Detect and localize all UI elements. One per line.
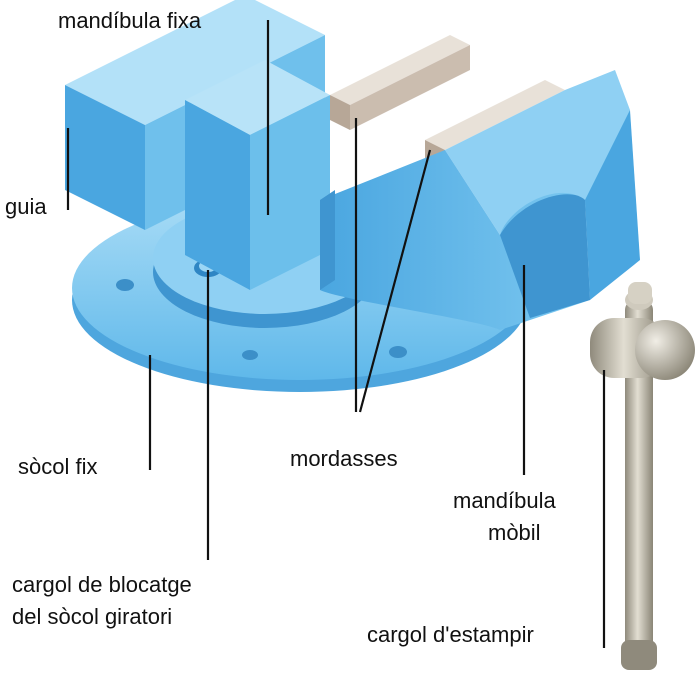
label-cargol-estampir: cargol d'estampir [367, 622, 534, 647]
label-mandibula-mobil-2: mòbil [488, 520, 541, 545]
label-cargol-blocatge-1: cargol de blocatge [12, 572, 192, 597]
label-mandibula-fixa: mandíbula fixa [58, 8, 202, 33]
leader-mordasses-b [358, 149, 432, 413]
label-guia: guia [5, 194, 47, 219]
label-mordasses: mordasses [290, 446, 398, 471]
label-cargol-blocatge-2: del sòcol giratori [12, 604, 172, 629]
label-mandibula-mobil-1: mandíbula [453, 488, 557, 513]
clamping-screw-handle [590, 282, 695, 670]
leader-lines [66, 20, 606, 648]
movable-jaw-body [320, 70, 640, 330]
fixed-jaw-plate [330, 35, 470, 130]
labels: mandíbula fixa guia sòcol fix mordasses … [5, 8, 557, 647]
label-socol-fix: sòcol fix [18, 454, 97, 479]
fixed-jaw-body [185, 60, 330, 290]
